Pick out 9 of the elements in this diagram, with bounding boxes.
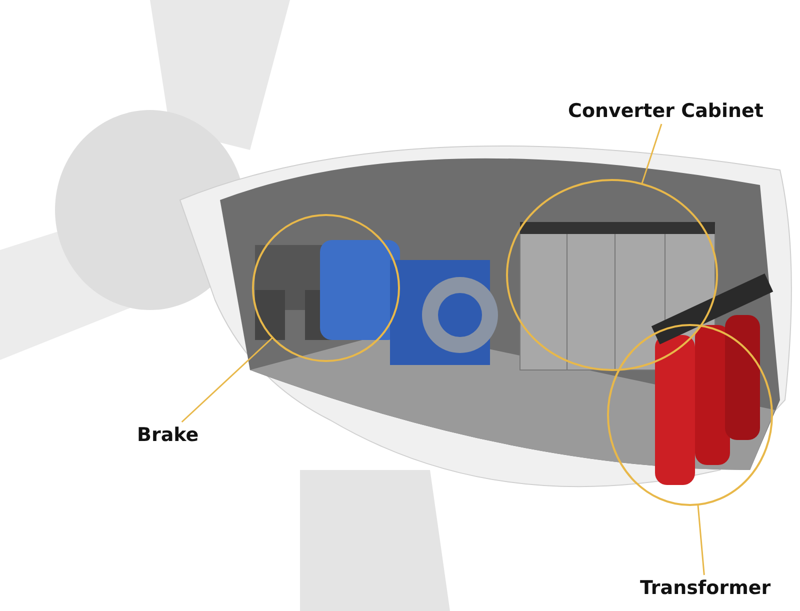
highlight-circle: [251, 213, 401, 363]
leader-line: [641, 124, 662, 184]
highlight-circle: [606, 323, 774, 507]
highlight-circle: [505, 178, 719, 372]
callout-label: Brake: [137, 424, 199, 446]
leader-line: [181, 337, 274, 423]
callout-label: Transformer: [640, 577, 771, 599]
leader-line: [697, 504, 705, 576]
callout-label: Converter Cabinet: [568, 100, 764, 122]
